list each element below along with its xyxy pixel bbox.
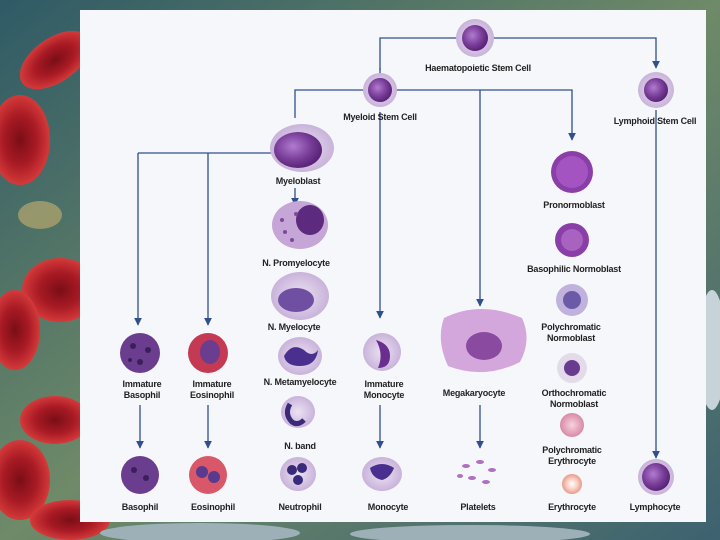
neutrophil-cell-icon	[280, 457, 316, 491]
hsc-cell-icon	[456, 19, 494, 57]
basophil-cell-icon	[121, 456, 159, 494]
monocyte-label: Monocyte	[367, 502, 409, 512]
megakaryocyte-label: Megakaryocyte	[442, 388, 506, 398]
myeloblast-cell-icon	[270, 124, 334, 172]
orthochromatic-normoblast-label-line1: Orthochromatic	[541, 388, 607, 398]
metamyelocyte-cell-icon	[278, 337, 322, 375]
basophilic-normoblast-cell-icon	[555, 223, 589, 257]
polychromatic-normoblast-label: Polychromatic Normoblast	[541, 322, 601, 344]
myelocyte-cell-icon	[271, 272, 329, 320]
polychromatic-erythrocyte-label-line2: Erythrocyte	[548, 456, 596, 466]
megakaryocyte-cell-icon	[440, 309, 527, 373]
polychromatic-erythrocyte-label: Polychromatic Erythrocyte	[542, 445, 602, 467]
polychromatic-erythrocyte-label-line1: Polychromatic	[542, 445, 602, 455]
polychromatic-normoblast-label-line1: Polychromatic	[541, 322, 601, 332]
immature-monocyte-label-line2: Monocyte	[363, 390, 405, 400]
lymphocyte-label: Lymphocyte	[629, 502, 681, 512]
immature-monocyte-cell-icon	[363, 333, 401, 371]
immature-monocyte-label-line1: Immature	[364, 379, 404, 389]
orthochromatic-normoblast-label: Orthochromatic Normoblast	[542, 388, 607, 410]
hsc-label: Haematopoietic Stem Cell	[425, 63, 531, 73]
myelocyte-label: N. Myelocyte	[267, 322, 321, 332]
myeloid-stem-cell-label: Myeloid Stem Cell	[343, 112, 417, 122]
eosinophil-cell-icon	[189, 456, 227, 494]
lymphoid-stem-cell-icon	[638, 72, 674, 108]
immature-eosinophil-label: Immature Eosinophil	[190, 379, 234, 401]
neutrophil-label: Neutrophil	[278, 502, 322, 512]
immature-basophil-cell-icon	[120, 333, 160, 373]
immature-monocyte-label: Immature Monocyte	[363, 379, 405, 401]
lymphocyte-cell-icon	[638, 459, 674, 495]
polychromatic-normoblast-cell-icon	[556, 284, 588, 316]
connector-lines	[134, 20, 660, 459]
eosinophil-label: Eosinophil	[191, 502, 235, 512]
metamyelocyte-label: N. Metamyelocyte	[263, 377, 337, 387]
promyelocyte-label: N. Promyelocyte	[262, 258, 330, 268]
immature-basophil-label: Immature Basophil	[123, 379, 162, 401]
basophilic-normoblast-label: Basophilic Normoblast	[527, 264, 621, 274]
myeloblast-label: Myeloblast	[275, 176, 321, 186]
immature-basophil-label-line2: Basophil	[123, 390, 161, 400]
erythrocyte-label: Erythrocyte	[548, 502, 596, 512]
polychromatic-erythrocyte-cell-icon	[560, 413, 584, 437]
immature-eosinophil-label-line2: Eosinophil	[190, 390, 234, 400]
polychromatic-normoblast-label-line2: Normoblast	[546, 333, 596, 343]
platelets-icon	[457, 460, 496, 484]
orthochromatic-normoblast-label-line2: Normoblast	[549, 399, 598, 409]
immature-eosinophil-cell-icon	[188, 333, 228, 373]
pronormoblast-cell-icon	[551, 151, 593, 193]
band-cell-icon	[281, 396, 315, 428]
pronormoblast-label: Pronormoblast	[543, 200, 605, 210]
orthochromatic-normoblast-cell-icon	[557, 353, 587, 383]
erythrocyte-cell-icon	[562, 474, 582, 494]
basophil-label: Basophil	[121, 502, 159, 512]
immature-basophil-label-line1: Immature	[122, 379, 162, 389]
band-label: N. band	[284, 441, 316, 451]
lymphoid-stem-cell-label: Lymphoid Stem Cell	[613, 116, 697, 126]
promyelocyte-cell-icon	[272, 201, 328, 249]
monocyte-cell-icon	[362, 457, 402, 491]
myeloid-stem-cell-icon	[363, 73, 397, 107]
platelets-label: Platelets	[460, 502, 496, 512]
immature-eosinophil-label-line1: Immature	[192, 379, 232, 389]
